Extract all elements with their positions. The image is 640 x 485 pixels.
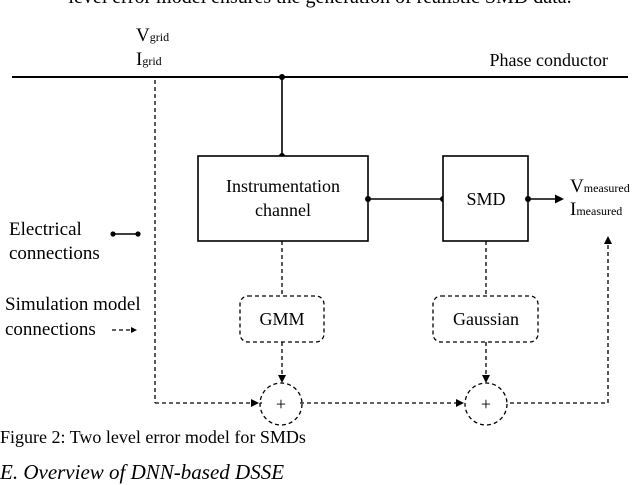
legend-solid-dot-left — [110, 231, 116, 237]
gaussian-sum-arrowhead — [482, 375, 490, 383]
gaussian-label: Gaussian — [453, 309, 519, 329]
v-grid-label: Vgrid — [136, 26, 169, 45]
legend-simulation-line1: Simulation model — [5, 294, 141, 315]
gmm-sum-arrowhead — [278, 375, 286, 383]
v-measured-sub: measured — [583, 181, 630, 195]
sum-2-symbol: + — [481, 394, 491, 414]
tap-junction-top — [279, 74, 285, 80]
gmm-label: GMM — [259, 309, 304, 329]
legend-dashed-arrowhead — [131, 327, 137, 333]
i-measured-main: I — [570, 199, 577, 220]
i-grid-main: I — [136, 49, 143, 70]
inst-output-dot — [365, 196, 371, 202]
phase-conductor-label: Phase conductor — [490, 50, 608, 70]
smd-label: SMD — [466, 189, 505, 209]
sum-1-symbol: + — [276, 394, 286, 414]
v-measured-main: V — [570, 176, 584, 197]
v-measured-label: Vmeasured — [570, 177, 630, 196]
sum-junction-1 — [259, 382, 303, 426]
gmm-box — [239, 295, 325, 343]
instrumentation-channel-box — [197, 155, 369, 242]
legend-electrical-line1: Electrical — [9, 219, 82, 240]
next-section-heading: E. Overview of DNN-based DSSE — [0, 460, 285, 484]
i-grid-sub: grid — [142, 54, 162, 68]
output-up-arrowhead — [604, 236, 612, 244]
legend-simulation-line2: connections — [5, 319, 96, 340]
v-grid-main: V — [136, 25, 150, 46]
i-grid-label: Igrid — [136, 50, 162, 69]
grid-sum-arrowhead — [251, 399, 259, 407]
instrumentation-label-line1: Instrumentation — [226, 176, 340, 196]
gaussian-box — [432, 295, 539, 343]
i-measured-label: Imeasured — [570, 200, 622, 219]
smd-output-arrowhead — [555, 194, 564, 204]
legend-electrical-line2: connections — [9, 243, 100, 264]
instrumentation-label-line2: channel — [255, 200, 311, 220]
i-measured-sub: measured — [576, 204, 623, 218]
preceding-text-fragment: level error model ensures the generation… — [0, 0, 640, 9]
legend-solid-dot-right — [135, 231, 141, 237]
sum1-sum2-arrowhead — [456, 399, 464, 407]
figure-caption: Figure 2: Two level error model for SMDs — [0, 427, 306, 447]
v-grid-sub: grid — [149, 30, 170, 44]
